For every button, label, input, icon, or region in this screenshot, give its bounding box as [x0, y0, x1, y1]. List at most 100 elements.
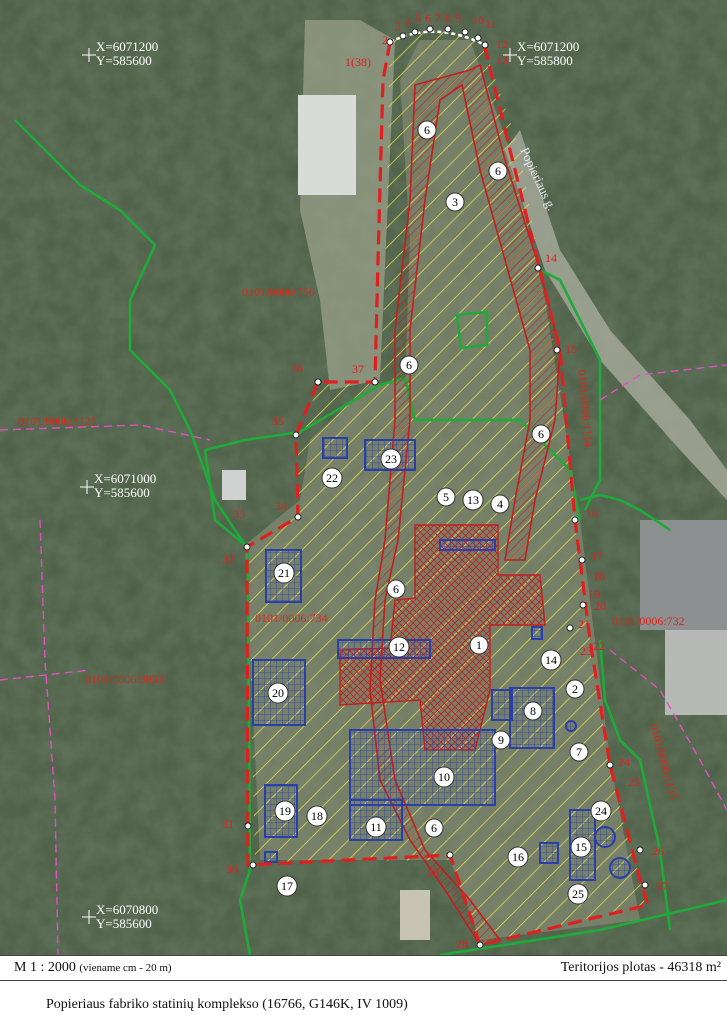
building-number: 19	[279, 804, 291, 818]
house-west	[222, 470, 246, 500]
building-number: 3	[452, 195, 458, 209]
building-markers: 1 2 3 4 5 6 6 6 6 6 6 7 8 9 10 11 12 13 …	[267, 120, 612, 905]
vertex-label: 37	[352, 362, 364, 376]
building-number: 6	[495, 164, 501, 178]
building-number: 23	[385, 452, 397, 466]
building-number: 6	[431, 821, 437, 835]
vertex-label: 5	[415, 11, 421, 25]
vertex-label: 8	[445, 11, 451, 25]
scale-label: M 1 : 2000 (viename cm - 20 m)	[14, 960, 172, 976]
building-marker: 14	[540, 649, 562, 671]
scale-ratio: M 1 : 2000	[14, 960, 76, 975]
building-marker: 1	[469, 635, 489, 655]
coord-label-nw: X=6071200 Y=585600	[96, 40, 158, 68]
building-marker: 22	[321, 467, 343, 489]
vertex-label: 26	[652, 844, 664, 858]
coord-x: X=6071200	[96, 39, 159, 54]
building-marker: 6	[424, 818, 444, 838]
utility-lines	[0, 364, 727, 955]
building-marker: 9	[491, 730, 511, 750]
building-marker: 21	[273, 562, 295, 584]
vertex-label: 10	[472, 13, 484, 27]
building-marker: 19	[274, 800, 296, 822]
building-marker: 24	[590, 800, 612, 822]
coord-x: X=6070800	[96, 902, 159, 917]
area-label: Teritorijos plotas - 46318 m²	[560, 960, 721, 975]
building-marker: 17	[276, 875, 298, 897]
coord-label-sw: X=6070800 Y=585600	[96, 903, 158, 931]
vertex-label: 13	[496, 53, 508, 67]
vertex-label: 15	[565, 342, 577, 356]
planned-corridor	[369, 63, 561, 946]
parcel-label: 0101/0006:732	[612, 614, 685, 628]
building-number: 24	[595, 804, 607, 818]
building-number: 6	[538, 427, 544, 441]
site-boundary	[245, 41, 651, 947]
coord-y: Y=585800	[517, 53, 573, 68]
building-number: 6	[406, 358, 412, 372]
coord-y: Y=585600	[94, 485, 150, 500]
coord-y: Y=585600	[96, 53, 152, 68]
building-marker: 5	[436, 487, 456, 507]
building-marker: 8	[523, 701, 543, 721]
figure-caption: Popieriaus fabriko statinių komplekso (1…	[46, 997, 408, 1012]
parcel-label: 0101/0006:1114	[575, 369, 596, 448]
building-number: 18	[311, 809, 323, 823]
vertex-label: 4	[405, 15, 411, 29]
vertex-label: 3	[395, 19, 401, 33]
building-number: 25	[572, 887, 584, 901]
vertex-label: 7	[435, 11, 441, 25]
building-marker: 23	[380, 448, 402, 470]
existing-buildings	[252, 437, 631, 881]
building-number: 8	[530, 704, 536, 718]
building-marker: 15	[570, 836, 592, 858]
building-number: 21	[278, 566, 290, 580]
vertex-label: 18	[593, 569, 605, 583]
building-marker: 18	[306, 805, 328, 827]
vertex-label: 12	[496, 37, 508, 51]
building-number: 5	[443, 490, 449, 504]
scale-bar: M 1 : 2000 (viename cm - 20 m) Teritorij…	[0, 955, 727, 981]
vertex-label: 17	[591, 549, 603, 563]
building-north-roof	[298, 95, 356, 195]
vertex-label: 34	[275, 499, 287, 513]
building-marker: 2	[565, 679, 585, 699]
coordinate-crosshairs	[80, 48, 517, 924]
vertex-label: 28	[456, 937, 468, 951]
building-marker: 7	[569, 742, 589, 762]
building-marker: 11	[365, 816, 387, 838]
building-marker: 13	[462, 489, 484, 511]
vertex-label: 1(38)	[345, 55, 371, 69]
building-marker: 25	[567, 883, 589, 905]
vertex-label: 33	[233, 507, 245, 521]
building-number: 17	[281, 879, 293, 893]
parcel-label: 0101/0006:734	[255, 611, 328, 625]
vertex-label: 2	[382, 33, 388, 47]
building-number: 16	[512, 850, 524, 864]
coord-label-ne: X=6071200 Y=585800	[517, 40, 579, 68]
building-marker: 6	[531, 424, 551, 444]
vertex-label: 31	[222, 817, 234, 831]
vertex-label: 25	[628, 775, 640, 789]
building-number: 15	[575, 840, 587, 854]
lot-south	[400, 890, 430, 940]
vertex-labels: 1(38) 2 3 4 5 6 7 8 9 10 11 12 13 14 15 …	[222, 11, 668, 951]
vertex-label: 9	[455, 11, 461, 25]
site-plan-map: Popieriaus g. 0101/0006:756 0101/0006:21…	[0, 0, 727, 955]
building-east-roof	[665, 630, 727, 715]
building-number: 6	[393, 582, 399, 596]
road-east	[505, 130, 727, 500]
parcel-label: 0101/0006:3053	[85, 672, 164, 686]
building-number: 10	[438, 770, 450, 784]
building-number: 12	[393, 640, 405, 654]
vertex-label: 21	[578, 617, 590, 631]
vertex-label: 36	[291, 361, 303, 375]
building-number: 6	[424, 123, 430, 137]
building-marker: 16	[507, 846, 529, 868]
building-number: 13	[467, 493, 479, 507]
vertex-label: 27	[656, 879, 668, 893]
vertex-label: 24	[618, 755, 630, 769]
building-marker: 20	[267, 682, 289, 704]
building-number: 20	[272, 686, 284, 700]
vertex-label: 6	[425, 11, 431, 25]
